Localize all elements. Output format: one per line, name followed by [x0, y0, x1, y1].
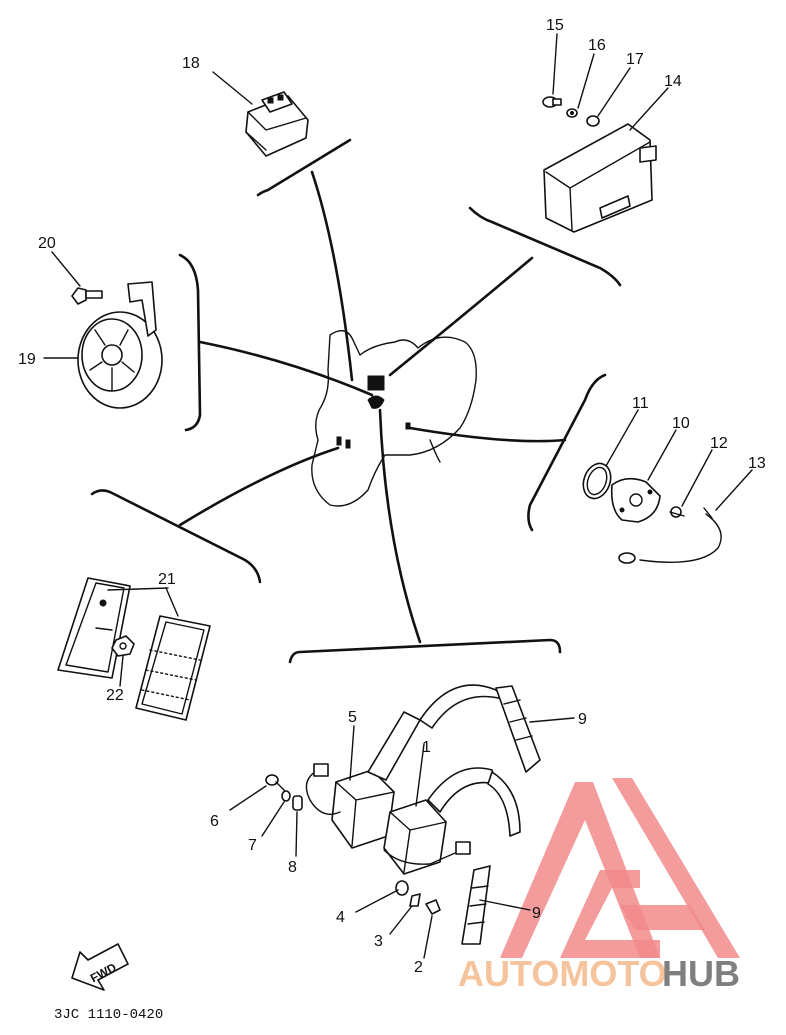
ignition-coil-part-1 — [383, 767, 497, 875]
cdi-unit-part-14 — [543, 123, 657, 233]
callout-15: 15 — [546, 17, 564, 34]
watermark-brand-right: HUB — [662, 953, 740, 994]
reflector-part-21-b — [135, 615, 211, 721]
callout-11: 11 — [632, 395, 649, 412]
group-brackets — [90, 138, 622, 664]
plug-lead-part-9-upper — [419, 684, 541, 773]
nut-part-22 — [111, 635, 135, 657]
callout-19: 19 — [18, 351, 36, 368]
callout-8: 8 — [288, 859, 297, 876]
callout-17: 17 — [626, 51, 644, 68]
lead-wire-part-13 — [618, 507, 722, 564]
diagram-code: 3JC 1110-0420 — [54, 1007, 163, 1023]
bolt-part-15 — [542, 96, 562, 108]
callout-9-upper: 9 — [578, 711, 587, 728]
callout-leaders — [43, 33, 753, 959]
screw-part-12 — [669, 506, 685, 518]
nut-part-17 — [586, 115, 600, 127]
callout-21: 21 — [158, 571, 176, 588]
washer-part-3 — [409, 893, 421, 907]
forward-arrow-icon — [71, 943, 129, 991]
callout-6: 6 — [210, 813, 219, 830]
callout-4: 4 — [336, 909, 345, 926]
callout-7: 7 — [248, 837, 257, 854]
relay-part-18 — [245, 91, 309, 157]
nut-part-4 — [395, 880, 409, 896]
callout-18: 18 — [182, 55, 200, 72]
plug-lead-part-9-lower — [461, 771, 521, 945]
callout-16: 16 — [588, 37, 606, 54]
callout-10: 10 — [672, 415, 690, 432]
callout-1: 1 — [422, 739, 431, 756]
callout-9-lower: 9 — [532, 905, 541, 922]
washer-part-7 — [281, 790, 291, 802]
bolt-part-20 — [71, 287, 103, 305]
washer-part-16 — [566, 108, 578, 118]
callout-3: 3 — [374, 933, 383, 950]
switch-part-10 — [610, 477, 661, 523]
callout-20: 20 — [38, 235, 56, 252]
callout-13: 13 — [748, 455, 766, 472]
horn-part-19 — [77, 281, 163, 409]
callout-22: 22 — [106, 687, 124, 704]
reflector-part-21-a — [57, 577, 131, 679]
callout-5: 5 — [348, 709, 357, 726]
bolt-part-2 — [425, 899, 441, 915]
collar-part-8 — [292, 795, 303, 811]
callout-14: 14 — [664, 73, 682, 90]
watermark-logo — [500, 778, 740, 958]
callout-12: 12 — [710, 435, 728, 452]
bolt-part-6 — [265, 774, 287, 793]
frame-outline — [311, 330, 477, 507]
watermark-brand-left: AUTOMOTO — [458, 953, 667, 994]
callout-2: 2 — [414, 959, 423, 976]
oring-part-11 — [582, 462, 612, 500]
